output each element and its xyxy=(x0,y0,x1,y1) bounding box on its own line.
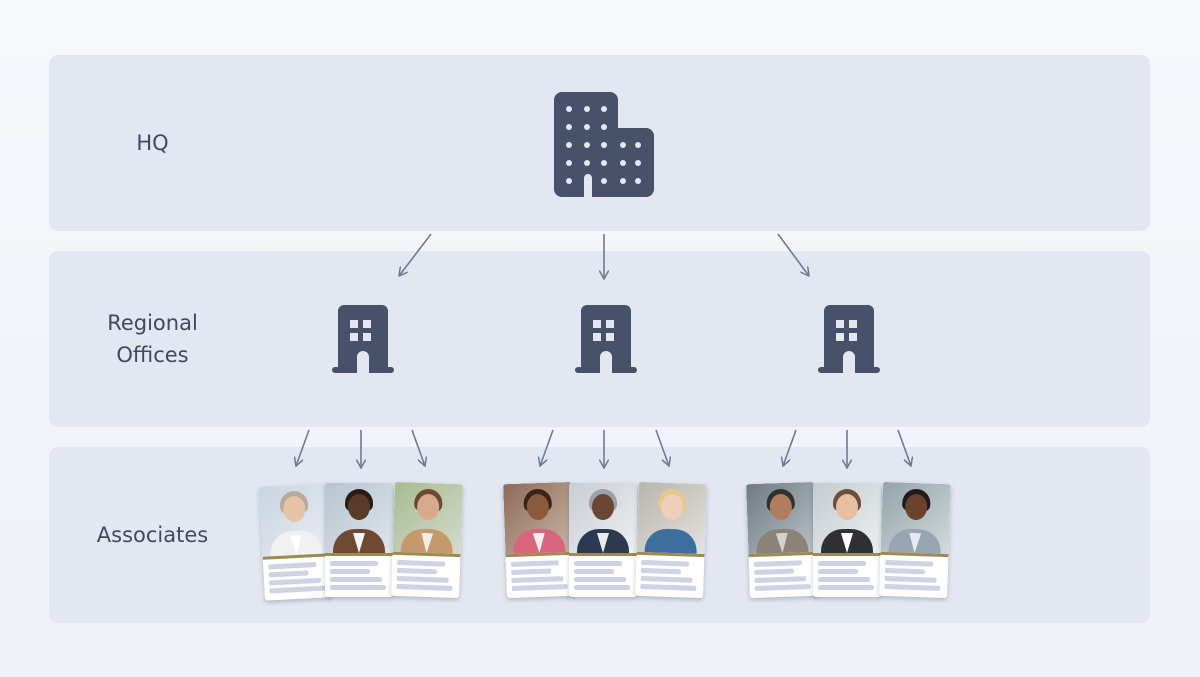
card-text-placeholder xyxy=(641,559,690,567)
card-text-placeholder xyxy=(754,576,807,583)
card-text-placeholder xyxy=(574,569,614,574)
card-text-placeholder xyxy=(268,570,309,578)
associate-photo xyxy=(325,483,393,553)
card-text-placeholder xyxy=(511,584,568,591)
associate-photo xyxy=(392,481,463,555)
card-text-placeholder xyxy=(640,567,681,575)
card-text-placeholder xyxy=(268,561,317,570)
card-text-placeholder xyxy=(269,585,326,594)
associate-photo xyxy=(259,483,331,557)
card-text-placeholder xyxy=(574,561,622,566)
card-text-placeholder xyxy=(884,575,937,583)
card-text-placeholder xyxy=(754,568,795,575)
card-text-placeholder xyxy=(397,559,446,567)
hq-tier: HQ xyxy=(49,55,1150,231)
card-text-placeholder xyxy=(396,583,453,591)
associate-card xyxy=(259,483,333,601)
card-text-placeholder xyxy=(330,569,370,574)
associate-card xyxy=(635,481,707,599)
card-text-placeholder xyxy=(884,567,925,575)
card-text-placeholder xyxy=(510,560,559,567)
regional-offices-tier: Regional Offices xyxy=(49,251,1150,427)
card-text-placeholder xyxy=(753,560,802,567)
card-text-placeholder xyxy=(511,568,552,575)
card-text-placeholder xyxy=(511,576,564,583)
card-text-placeholder xyxy=(330,577,382,582)
card-text-placeholder xyxy=(640,583,697,591)
card-text-placeholder xyxy=(268,577,322,586)
card-text-placeholder xyxy=(818,577,870,582)
card-text-placeholder xyxy=(754,584,811,591)
associate-photo xyxy=(569,483,637,553)
associate-card xyxy=(879,481,951,599)
card-text-placeholder xyxy=(885,559,934,567)
card-accent-stripe xyxy=(569,553,637,556)
card-text-placeholder xyxy=(574,585,630,590)
card-text-placeholder xyxy=(884,583,941,591)
associate-card xyxy=(813,483,881,597)
associate-card xyxy=(503,481,575,599)
card-text-placeholder xyxy=(396,567,437,575)
associate-card xyxy=(325,483,393,597)
associate-photo xyxy=(636,481,707,555)
associate-photo xyxy=(813,483,881,553)
associate-photo xyxy=(880,481,951,555)
card-text-placeholder xyxy=(574,577,626,582)
card-text-placeholder xyxy=(818,569,858,574)
associate-card xyxy=(746,481,818,599)
card-text-placeholder xyxy=(640,575,693,583)
hq-tier-label: HQ xyxy=(136,131,169,155)
associate-card xyxy=(391,481,463,599)
card-text-placeholder xyxy=(330,585,386,590)
associate-photo xyxy=(746,481,817,555)
associates-tier-label: Associates xyxy=(96,523,209,547)
card-text-placeholder xyxy=(330,561,378,566)
associate-photo xyxy=(503,481,574,555)
card-text-placeholder xyxy=(396,575,449,583)
card-accent-stripe xyxy=(325,553,393,556)
card-accent-stripe xyxy=(813,553,881,556)
associate-card xyxy=(569,483,637,597)
card-text-placeholder xyxy=(818,561,866,566)
card-text-placeholder xyxy=(818,585,874,590)
regional-offices-tier-label: Regional Offices xyxy=(107,311,198,367)
